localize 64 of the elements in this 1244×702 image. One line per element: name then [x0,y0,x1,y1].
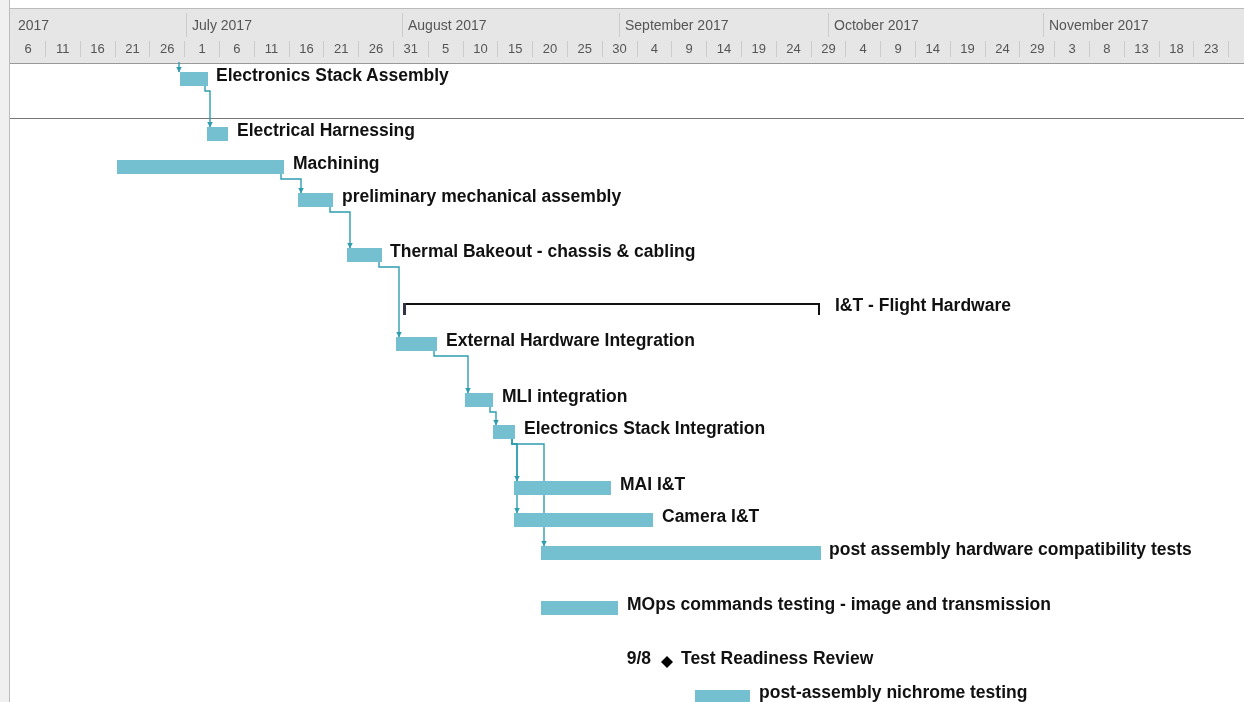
dependency-arrow [280,173,304,194]
dependency-arrow [204,85,213,128]
day-label: 13 [1133,41,1150,56]
task-name: post assembly hardware compatibility tests [829,539,1192,559]
day-label: 8 [1102,41,1112,56]
dependency-arrow [329,206,353,249]
task-name: Camera I&T [662,506,760,526]
day-label: 21 [332,41,350,56]
day-label: 16 [298,41,315,56]
task-name: I&T - Flight Hardware [835,295,1011,315]
task-name: Machining [293,153,380,173]
task-name: MLI integration [502,386,628,406]
day-label: 24 [994,41,1011,56]
day-label: 26 [158,41,176,56]
day-label: 6 [23,41,33,56]
task-name: MOps commands testing - image and transmission [627,594,1051,614]
day-label: 1 [197,41,207,56]
day-label: 23 [1202,41,1220,56]
day-label: 19 [750,41,768,56]
day-label: 25 [576,41,594,56]
day-label: 3 [1067,41,1077,56]
day-label: 29 [1028,41,1046,56]
month-label: November 2017 [1049,17,1149,33]
task-name: Electronics Stack Assembly [216,65,449,85]
day-label: 30 [611,41,628,56]
day-label: 16 [89,41,106,56]
task-name: Electrical Harnessing [237,120,415,140]
day-label: 11 [55,41,71,56]
dependency-arrow [433,350,471,394]
task-name: preliminary mechanical assembly [342,186,622,206]
day-label: 21 [124,41,141,56]
task-name: Electronics Stack Integration [524,418,766,438]
day-label: 5 [440,41,451,56]
day-label: 19 [959,41,976,56]
dependency-arrow [176,61,182,73]
day-label: 4 [858,41,868,56]
day-label: 6 [232,41,242,56]
month-label: September 2017 [625,17,729,33]
day-label: 24 [785,41,802,56]
dependency-arrow [489,406,499,426]
day-label: 15 [506,41,524,56]
day-label: 14 [924,41,942,56]
month-label: October 2017 [834,17,919,33]
day-label: 9 [893,41,903,56]
day-label: 10 [472,41,489,56]
month-label: July 2017 [192,17,252,33]
month-label: August 2017 [408,17,487,33]
task-name: External Hardware Integration [446,330,695,350]
task-name: post-assembly nichrome testing [759,682,1028,702]
day-label: 9 [684,41,694,56]
date-label: 9/8 [626,648,651,668]
day-label: 11 [263,41,280,56]
task-name: Test Readiness Review [681,648,874,668]
day-label: 31 [402,41,420,56]
day-label: 26 [367,41,385,56]
day-label: 14 [715,41,733,56]
day-label: 4 [649,41,659,56]
task-name: Thermal Bakeout - chassis & cabling [390,241,696,261]
dependency-arrow [378,261,402,338]
day-label: 18 [1168,41,1185,56]
day-label: 29 [820,41,837,56]
month-label: 2017 [18,17,50,33]
task-name: MAI I&T [620,474,686,494]
day-label: 20 [541,41,559,56]
